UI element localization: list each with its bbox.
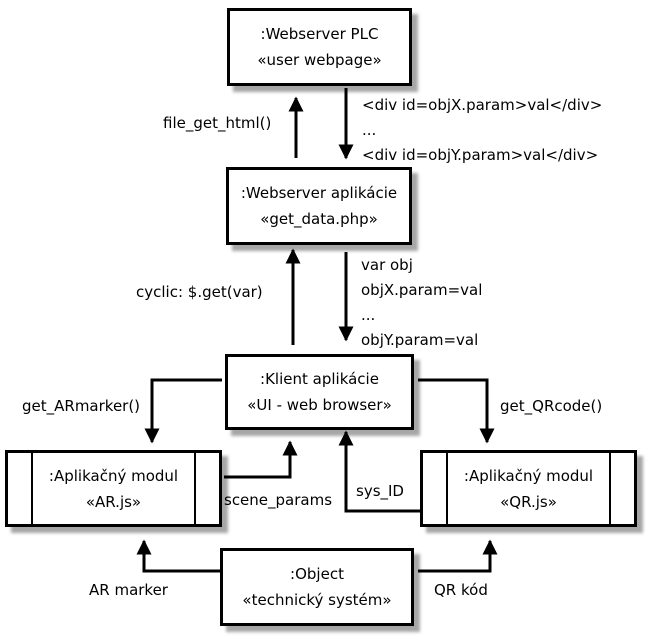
object-box: :Object «technický systém» xyxy=(220,548,414,626)
qr-module-stereotype: «QR.js» xyxy=(500,492,557,511)
ar-module-right-bar xyxy=(194,453,196,524)
webserver-plc-box: :Webserver PLC «user webpage» xyxy=(227,8,412,86)
ar-module-name: :Aplikačný modul xyxy=(48,466,179,485)
object-stereotype: «technický systém» xyxy=(242,591,392,609)
qr-module-left-bar xyxy=(446,453,448,524)
label-scene-params: scene_params xyxy=(224,491,333,509)
label-qr-kod: QR kód xyxy=(434,581,488,599)
var-response-line: ... xyxy=(361,306,376,324)
arrow-sys-id xyxy=(338,430,422,513)
webserver-app-stereotype: «get_data.php» xyxy=(260,210,378,228)
client-app-box: :Klient aplikácie «UI - web browser» xyxy=(225,354,414,430)
client-app-name: :Klient aplikácie xyxy=(260,370,379,388)
html-response-line: <div id=objY.param>val</div> xyxy=(362,146,599,164)
arrow-get-armarker xyxy=(144,378,222,444)
qr-module-right-bar xyxy=(609,453,611,524)
label-get-armarker: get_ARmarker() xyxy=(22,397,141,415)
webserver-plc-stereotype: «user webpage» xyxy=(257,51,382,69)
arrow-scene-params xyxy=(224,440,298,479)
label-sys-id: sys_ID xyxy=(356,482,404,500)
html-response-line: <div id=objX.param>val</div> xyxy=(362,96,603,114)
client-app-stereotype: «UI - web browser» xyxy=(247,396,392,414)
label-var-response: var obj objX.param=val ... objY.param=va… xyxy=(361,253,482,353)
label-get-qrcode: get_QRcode() xyxy=(500,397,603,415)
arrow-qr-kod xyxy=(418,539,498,573)
qr-module-name: :Aplikačný modul xyxy=(463,466,594,485)
ar-module-left-bar xyxy=(31,453,33,524)
label-cyclic-get: cyclic: $.get(var) xyxy=(136,283,263,301)
webserver-app-name: :Webserver aplikácie xyxy=(240,184,398,202)
arrow-ar-marker xyxy=(136,539,222,573)
webserver-plc-name: :Webserver PLC xyxy=(260,25,379,43)
var-response-line: objX.param=val xyxy=(361,281,483,299)
var-response-line: var obj xyxy=(361,256,413,274)
object-name: :Object xyxy=(290,565,344,583)
html-response-line: ... xyxy=(362,121,377,139)
qr-module-box: :Aplikačný modul «QR.js» xyxy=(420,450,637,527)
var-response-line: objY.param=val xyxy=(361,331,479,349)
label-html-response: <div id=objX.param>val</div> ... <div id… xyxy=(362,93,602,168)
ar-module-box: :Aplikačný modul «AR.js» xyxy=(5,450,222,527)
webserver-app-box: :Webserver aplikácie «get_data.php» xyxy=(226,167,412,245)
ar-module-stereotype: «AR.js» xyxy=(85,492,142,511)
label-ar-marker: AR marker xyxy=(89,581,168,599)
label-file-get-html: file_get_html() xyxy=(163,114,272,132)
arrow-get-qrcode xyxy=(418,378,495,444)
